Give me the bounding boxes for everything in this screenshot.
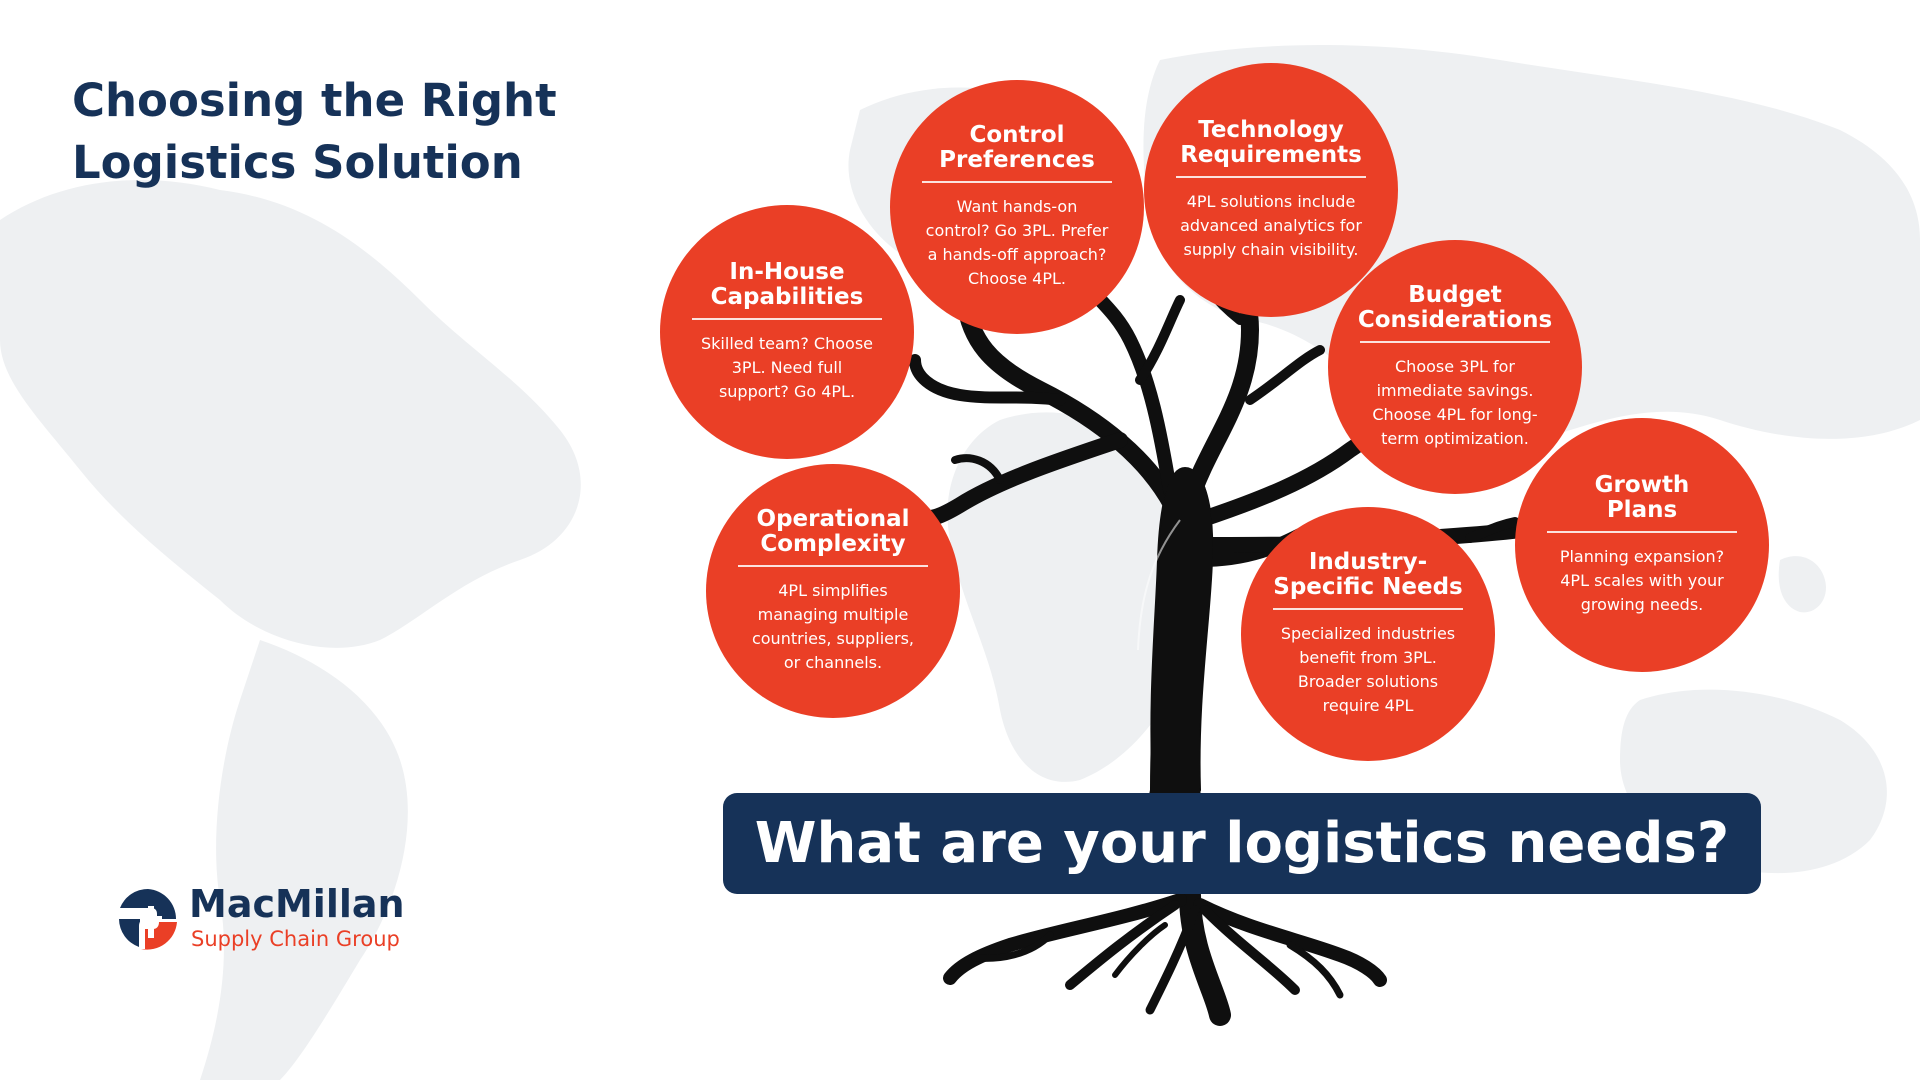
bubble-title: Budget Considerations: [1358, 283, 1552, 333]
bubble-body-line: or channels.: [783, 653, 883, 672]
bubble-title-line: Considerations: [1357, 307, 1553, 333]
bubble-body-line: Want hands-on: [956, 197, 1078, 216]
bubble-title: In-House Capabilities: [711, 260, 864, 310]
bubble-divider: [692, 318, 882, 320]
bubble-body-line: growing needs.: [1580, 595, 1704, 614]
bubble-title-line: Operational: [756, 506, 910, 532]
bubble-growth-plans: Growth Plans Planning expansion? 4PL sca…: [1515, 418, 1769, 672]
bubble-body-line: 4PL solutions include: [1186, 192, 1356, 211]
bubble-body-line: support? Go 4PL.: [718, 382, 856, 401]
bubble-title-line: Control: [969, 122, 1065, 148]
bubble-title-line: Growth: [1594, 472, 1690, 498]
bubble-body-line: immediate savings.: [1376, 381, 1534, 400]
bubble-operational-complexity: Operational Complexity 4PL simplifies ma…: [706, 464, 960, 718]
bubble-title: Technology Requirements: [1180, 118, 1362, 168]
bubble-body-line: Choose 4PL.: [968, 269, 1066, 288]
bubble-title-line: Capabilities: [710, 284, 864, 310]
bubble-body-line: benefit from 3PL.: [1299, 648, 1437, 667]
bubble-body: 4PL solutions include advanced analytics…: [1180, 190, 1362, 262]
bubble-title-line: Preferences: [939, 147, 1095, 173]
bubble-body-line: countries, suppliers,: [751, 629, 915, 648]
bubble-body-line: require 4PL: [1322, 696, 1414, 715]
bubble-control-preferences: Control Preferences Want hands-on contro…: [890, 80, 1144, 334]
bubble-title-line: Complexity: [760, 531, 906, 557]
bubble-body-line: supply chain visibility.: [1183, 240, 1359, 259]
bubble-body: 4PL simplifies managing multiple countri…: [752, 579, 914, 675]
logo-tagline: Supply Chain Group: [191, 927, 400, 951]
bubble-body-line: Specialized industries: [1280, 624, 1456, 643]
bubble-body-line: Planning expansion?: [1559, 547, 1725, 566]
bubble-body-line: Broader solutions: [1297, 672, 1439, 691]
bubble-body: Specialized industries benefit from 3PL.…: [1281, 622, 1455, 718]
bubble-industry-specific-needs: Industry- Specific Needs Specialized ind…: [1241, 507, 1495, 761]
bubble-title-line: Industry-: [1308, 549, 1428, 575]
bubble-divider: [1547, 531, 1737, 533]
bubble-title-line: Plans: [1606, 497, 1678, 523]
page-title: Choosing the Right Logistics Solution: [72, 70, 632, 194]
bubble-title: Operational Complexity: [757, 507, 910, 557]
bubble-body-line: term optimization.: [1381, 429, 1529, 448]
company-logo: MacMillan Supply Chain Group: [115, 880, 455, 960]
question-banner: What are your logistics needs?: [723, 793, 1761, 894]
bubble-in-house-capabilities: In-House Capabilities Skilled team? Choo…: [660, 205, 914, 459]
bubble-budget-considerations: Budget Considerations Choose 3PL for imm…: [1328, 240, 1582, 494]
bubble-body-line: 4PL scales with your: [1560, 571, 1724, 590]
bubble-title-line: In-House: [729, 259, 845, 285]
bubble-body: Choose 3PL for immediate savings. Choose…: [1372, 355, 1537, 451]
bubble-title-line: Requirements: [1180, 142, 1362, 168]
bubble-technology-requirements: Technology Requirements 4PL solutions in…: [1144, 63, 1398, 317]
bubble-body: Planning expansion? 4PL scales with your…: [1560, 545, 1724, 617]
logo-name: MacMillan: [189, 882, 405, 926]
bubble-body-line: a hands-off approach?: [927, 245, 1107, 264]
bubble-body: Skilled team? Choose 3PL. Need full supp…: [701, 332, 873, 404]
bubble-title: Industry- Specific Needs: [1273, 550, 1462, 600]
bubble-body: Want hands-on control? Go 3PL. Prefer a …: [926, 195, 1109, 291]
bubble-title: Control Preferences: [939, 123, 1095, 173]
bubble-body-line: advanced analytics for: [1180, 216, 1362, 235]
bubble-title-line: Budget: [1408, 282, 1502, 308]
macmillan-logo-icon: [119, 888, 177, 950]
bubble-title: Growth Plans: [1595, 473, 1690, 523]
page-title-line-1: Choosing the Right: [72, 74, 557, 127]
bubble-divider: [1273, 608, 1463, 610]
bubble-divider: [922, 181, 1112, 183]
bubble-title-line: Technology: [1198, 117, 1344, 143]
bubble-divider: [738, 565, 928, 567]
bubble-divider: [1176, 176, 1366, 178]
bubble-body-line: managing multiple: [757, 605, 909, 624]
bubble-body-line: Skilled team? Choose: [701, 334, 873, 353]
bubble-title-line: Specific Needs: [1273, 574, 1463, 600]
bubble-body-line: 3PL. Need full: [731, 358, 843, 377]
page-title-line-2: Logistics Solution: [72, 136, 523, 189]
bubble-body-line: control? Go 3PL. Prefer: [925, 221, 1109, 240]
bubble-divider: [1360, 341, 1550, 343]
bubble-body-line: 4PL simplifies: [778, 581, 888, 600]
bubble-body-line: Choose 4PL for long-: [1372, 405, 1538, 424]
bubble-body-line: Choose 3PL for: [1395, 357, 1515, 376]
